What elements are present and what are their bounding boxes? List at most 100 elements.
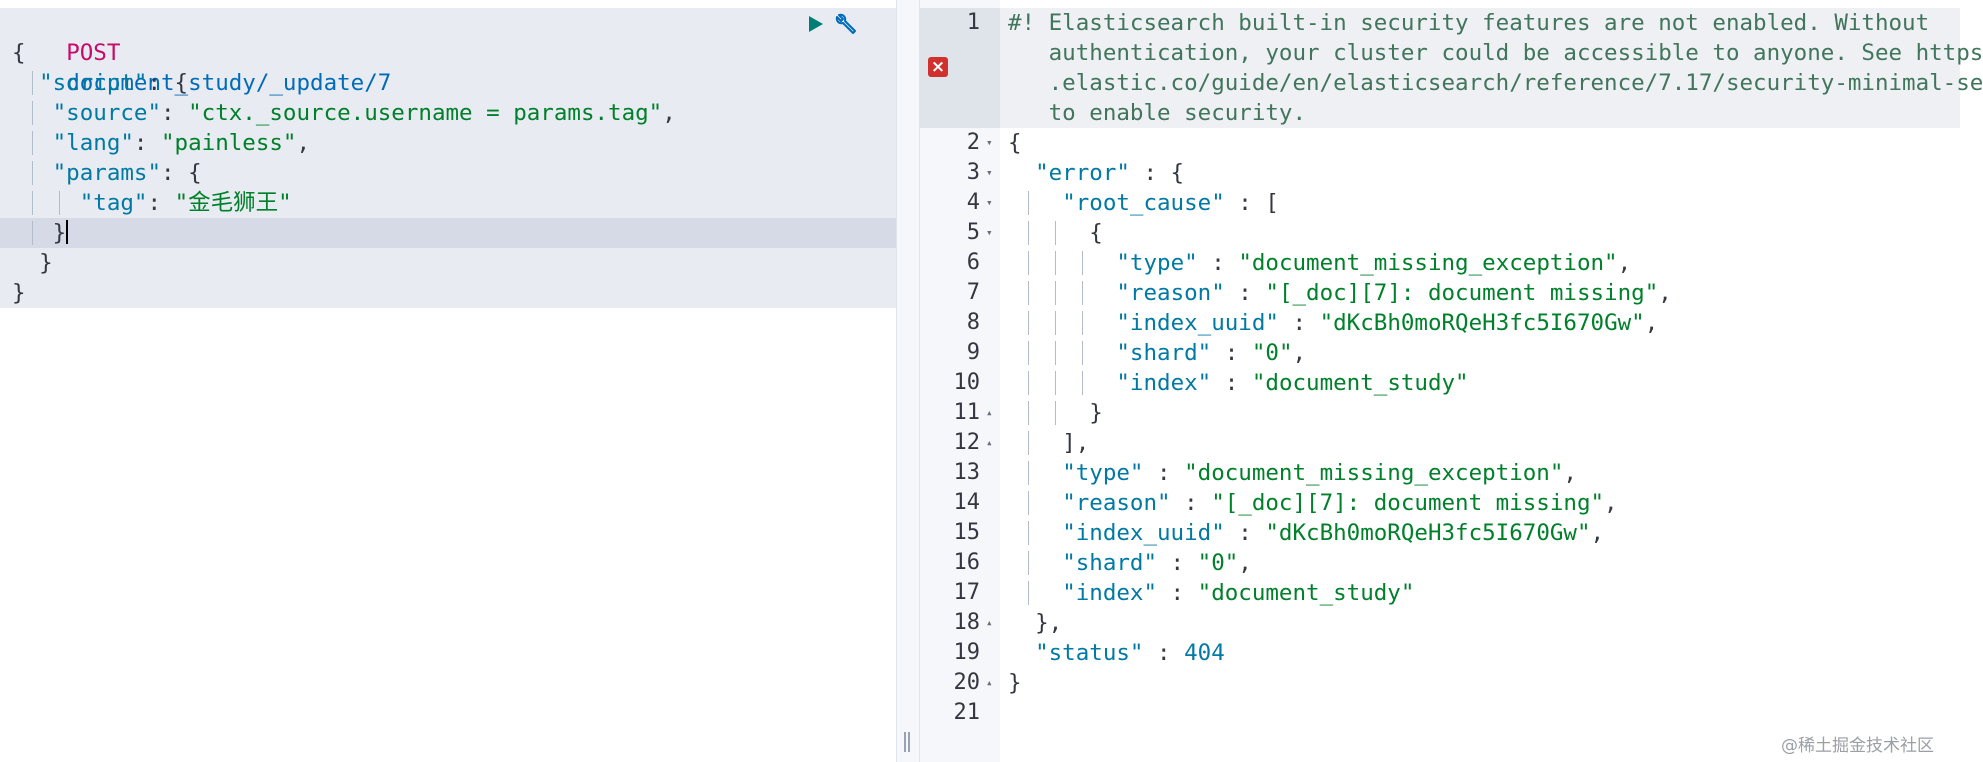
indent-guide: [31, 131, 33, 155]
code-token: ,: [1563, 460, 1577, 486]
code-token: "index_uuid": [1062, 520, 1225, 546]
code-token: "document_study": [1251, 370, 1469, 396]
code-token: "dKcBh0moRQeH3fc5I670Gw": [1319, 310, 1645, 336]
request-code-line[interactable]: "params": {: [53, 158, 202, 188]
indent-guide: [1054, 251, 1056, 275]
line-number: 13: [953, 460, 981, 485]
code-token: {: [1089, 220, 1103, 246]
response-code-line: "index" : "document_study": [1062, 578, 1414, 608]
request-code-line[interactable]: {: [12, 38, 26, 68]
wrench-icon[interactable]: [834, 12, 858, 36]
line-number: 15: [953, 520, 981, 545]
code-token: "error": [1035, 160, 1130, 186]
code-token: "document_missing_exception": [1184, 460, 1564, 486]
line-number: 12: [953, 430, 981, 455]
error-icon[interactable]: ×: [928, 57, 948, 77]
resize-grip-icon[interactable]: [904, 732, 910, 752]
code-token: "params": [52, 160, 162, 186]
code-token: ],: [1062, 430, 1090, 456]
fold-open-icon[interactable]: ▾: [986, 136, 993, 149]
code-token: ,: [1590, 520, 1605, 546]
code-token: ,: [1644, 310, 1659, 336]
code-token: "shard": [1116, 340, 1212, 366]
line-number: 14: [953, 490, 981, 515]
indent-guide: [1054, 311, 1056, 335]
fold-open-icon[interactable]: ▾: [986, 196, 993, 209]
request-code-line[interactable]: "lang": "painless",: [53, 128, 310, 158]
code-token: :: [1170, 490, 1212, 516]
line-number: 2: [966, 130, 980, 155]
code-token: {: [12, 40, 26, 66]
code-token: :: [1224, 280, 1266, 306]
fold-close-icon[interactable]: ▴: [986, 676, 993, 689]
request-line[interactable]: POST document_study/_update/7: [12, 8, 391, 96]
indent-guide: [31, 191, 33, 215]
watermark: @稀土掘金技术社区: [1781, 736, 1934, 756]
fold-close-icon[interactable]: ▴: [986, 406, 993, 419]
code-token: : {: [1129, 160, 1185, 186]
code-token: "source": [52, 100, 162, 126]
indent-guide: [1081, 311, 1083, 335]
code-token: "[_doc][7]: document missing": [1211, 490, 1605, 516]
code-token: }: [1008, 670, 1022, 696]
request-code-line[interactable]: }: [12, 278, 26, 308]
line-number: 4: [966, 190, 980, 215]
fold-close-icon[interactable]: ▴: [986, 616, 993, 629]
fold-close-icon[interactable]: ▴: [986, 436, 993, 449]
response-code-line: "reason" : "[_doc][7]: document missing"…: [1116, 278, 1671, 308]
request-code-line[interactable]: }: [39, 248, 53, 278]
code-token: "painless": [161, 130, 297, 156]
security-warning-line: #! Elasticsearch built-in security featu…: [1008, 10, 1930, 36]
code-token: "root_cause": [1062, 190, 1225, 216]
code-token: :: [161, 100, 189, 126]
code-token: }: [12, 280, 26, 306]
indent-guide: [31, 71, 33, 95]
indent-guide: [1081, 251, 1083, 275]
indent-guide: [1081, 341, 1083, 365]
code-token: "reason": [1062, 490, 1171, 516]
request-code-line[interactable]: "tag": "金毛狮王": [80, 188, 292, 218]
response-code-line: {: [1008, 128, 1022, 158]
code-token: :: [133, 130, 162, 156]
code-token: "status": [1035, 640, 1144, 666]
warning-highlight: [1000, 8, 1960, 128]
http-method: POST: [66, 40, 121, 66]
code-token: "shard": [1062, 550, 1158, 576]
response-code-line: "type" : "document_missing_exception",: [1116, 248, 1631, 278]
request-code-line[interactable]: }: [53, 218, 69, 248]
request-code-line[interactable]: "source": "ctx._source.username = params…: [53, 98, 676, 128]
code-token: }: [1089, 400, 1103, 426]
response-code-line: }: [1008, 668, 1022, 698]
request-code-line[interactable]: "script": {: [39, 68, 188, 98]
indent-guide: [1027, 311, 1029, 335]
code-token: "type": [1116, 250, 1198, 276]
response-code-line: "index" : "document_study": [1116, 368, 1468, 398]
code-token: :: [1278, 310, 1320, 336]
indent-guide: [1081, 281, 1083, 305]
play-icon[interactable]: [808, 15, 824, 33]
line-number: 1: [966, 10, 980, 35]
code-token: ,: [296, 130, 311, 156]
code-token: :: [1211, 370, 1252, 396]
indent-guide: [1054, 371, 1056, 395]
code-token: :: [1224, 520, 1266, 546]
pane-resizer[interactable]: [896, 0, 920, 762]
response-code-line: "status" : 404: [1035, 638, 1225, 668]
response-code-line: "index_uuid" : "dKcBh0moRQeH3fc5I670Gw",: [1062, 518, 1604, 548]
line-number: 19: [953, 640, 981, 665]
fold-open-icon[interactable]: ▾: [986, 166, 993, 179]
line-number: 6: [966, 250, 980, 275]
indent-guide: [1027, 371, 1029, 395]
indent-guide: [1081, 371, 1083, 395]
indent-guide: [1027, 551, 1029, 575]
security-warning-line: .elastic.co/guide/en/elasticsearch/refer…: [1008, 70, 1983, 96]
code-token: "document_missing_exception": [1238, 250, 1618, 276]
response-code-line: "error" : {: [1035, 158, 1184, 188]
fold-open-icon[interactable]: ▾: [986, 226, 993, 239]
code-token: "index": [1116, 370, 1212, 396]
indent-guide: [31, 221, 33, 245]
request-editor[interactable]: POST document_study/_update/7 { "script":…: [0, 0, 896, 762]
code-token: :: [147, 190, 175, 216]
request-path: document_study/_update/7: [66, 70, 392, 96]
